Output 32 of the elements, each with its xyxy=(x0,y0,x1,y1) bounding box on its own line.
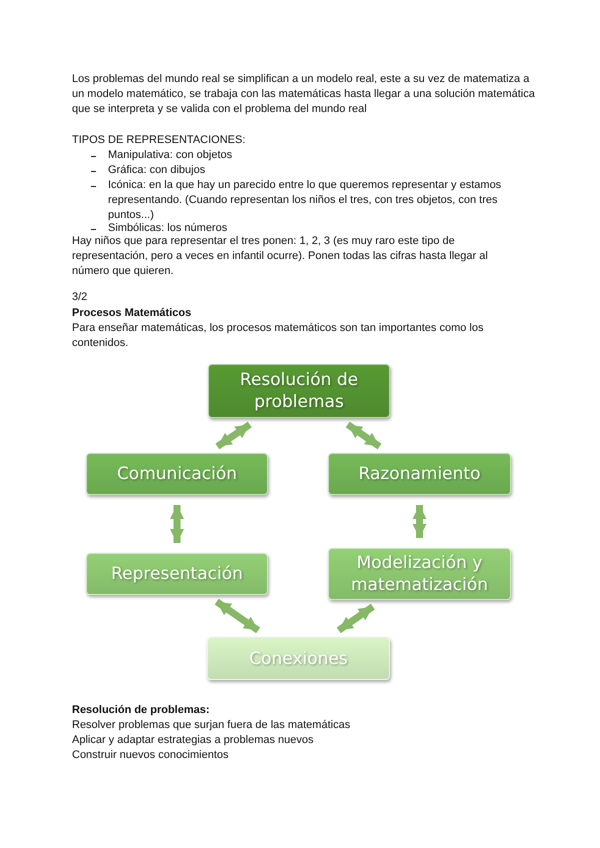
double-arrow xyxy=(170,505,184,543)
node-label: Modelización y matematización xyxy=(350,552,490,596)
process-box xyxy=(86,453,268,495)
double-arrow xyxy=(215,422,252,450)
process-box xyxy=(207,637,390,680)
node-label: Resolución de problemas xyxy=(238,369,360,413)
paragraph: Aplicar y adaptar estrategias a problemas nuevos xyxy=(72,733,315,748)
paragraph: TIPOS DE REPRESENTACIONES: xyxy=(72,133,246,148)
double-arrow xyxy=(412,505,426,538)
paragraph: Icónica: en la que hay un parecido entre lo que queremos representar y estamos representando. (Cuando representan los niños el tres, con tres objetos, con tres puntos...) xyxy=(108,178,502,222)
paragraph: 3/2 xyxy=(72,290,88,305)
process-box xyxy=(328,548,511,600)
paragraph: Resolver problemas que surjan fuera de las matemáticas xyxy=(72,718,352,733)
paragraph: Construir nuevos conocimientos xyxy=(72,748,230,763)
double-arrow xyxy=(336,604,375,634)
paragraph: Manipulativa: con objetos xyxy=(108,148,234,163)
paragraph: Gráfica: con dibujos xyxy=(108,163,206,178)
paragraph: Los problemas del mundo real se simplifican a un modelo real, este a su vez de matematiza a un modelo matemático, se trabaja con las matemáticas hasta llegar a una solución matemática que se interpreta y se valida con el problema del mundo real xyxy=(72,72,536,117)
node-label: Razonamiento xyxy=(358,463,480,485)
process-box xyxy=(86,553,268,595)
double-arrow xyxy=(346,422,382,450)
process-box xyxy=(328,453,511,495)
node-label: Conexiones xyxy=(249,648,348,670)
process-box xyxy=(208,364,390,418)
heading: Resolución de problemas: xyxy=(72,703,211,718)
node-label: Representación xyxy=(111,563,243,585)
paragraph: Hay niños que para representar el tres ponen: 1, 2, 3 (es muy raro este tipo de representación, pero a veces en infantil ocurre). Ponen todas las cifras hasta llegar al número que quieren. xyxy=(72,234,489,279)
paragraph: Para enseñar matemáticas, los procesos matemáticos son tan importantes como los contenidos. xyxy=(72,321,484,351)
double-arrow xyxy=(214,598,260,634)
heading: Procesos Matemáticos xyxy=(72,306,192,321)
node-label: Comunicación xyxy=(116,463,238,485)
paragraph: Simbólicas: los números xyxy=(108,221,228,236)
